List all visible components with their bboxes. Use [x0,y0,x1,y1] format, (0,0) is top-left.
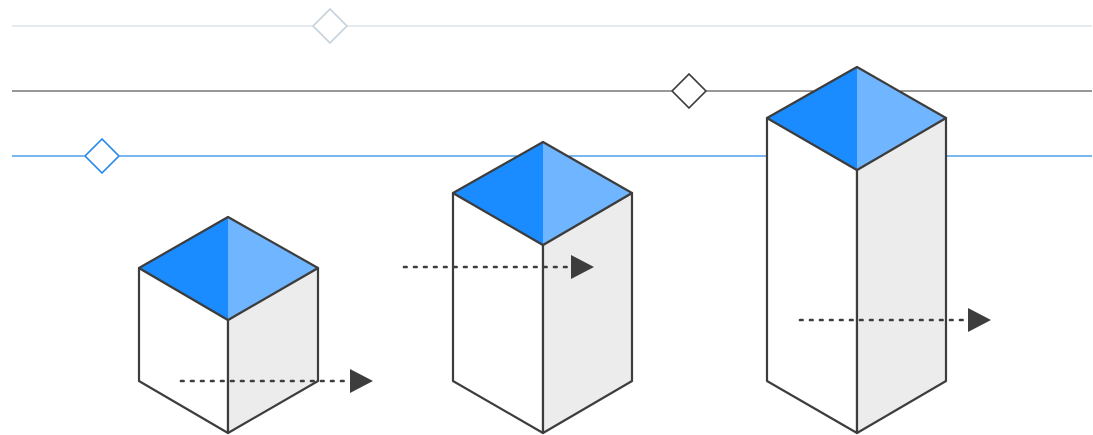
column-top-outline [765,65,948,172]
column-top-left-face [453,142,543,245]
diamond-markers-group [83,7,708,175]
column-top-left-face [139,217,228,320]
dotted-arrow-tall [798,308,991,332]
diamond-marker-light [311,7,349,45]
arrow-head-icon [968,308,991,332]
arrow-head-icon [350,369,373,393]
column-top-left-face [767,67,857,170]
column-front-right-face [855,116,948,435]
diamond-marker-blue [83,137,121,175]
arrow-head-icon [571,255,594,279]
isometric-column-medium [451,140,634,435]
dotted-arrow-medium [402,255,594,279]
isometric-column-short [137,215,320,435]
column-front-left-face [765,116,859,435]
column-top-outline [137,215,320,322]
column-top-right-face [857,67,946,170]
dotted-arrow-short [179,369,373,393]
column-top-right-face [543,142,632,245]
column-top-outline [451,140,634,247]
diamond-marker-dark [670,72,708,110]
column-top-right-face [228,217,318,320]
isometric-column-tall [765,65,948,435]
